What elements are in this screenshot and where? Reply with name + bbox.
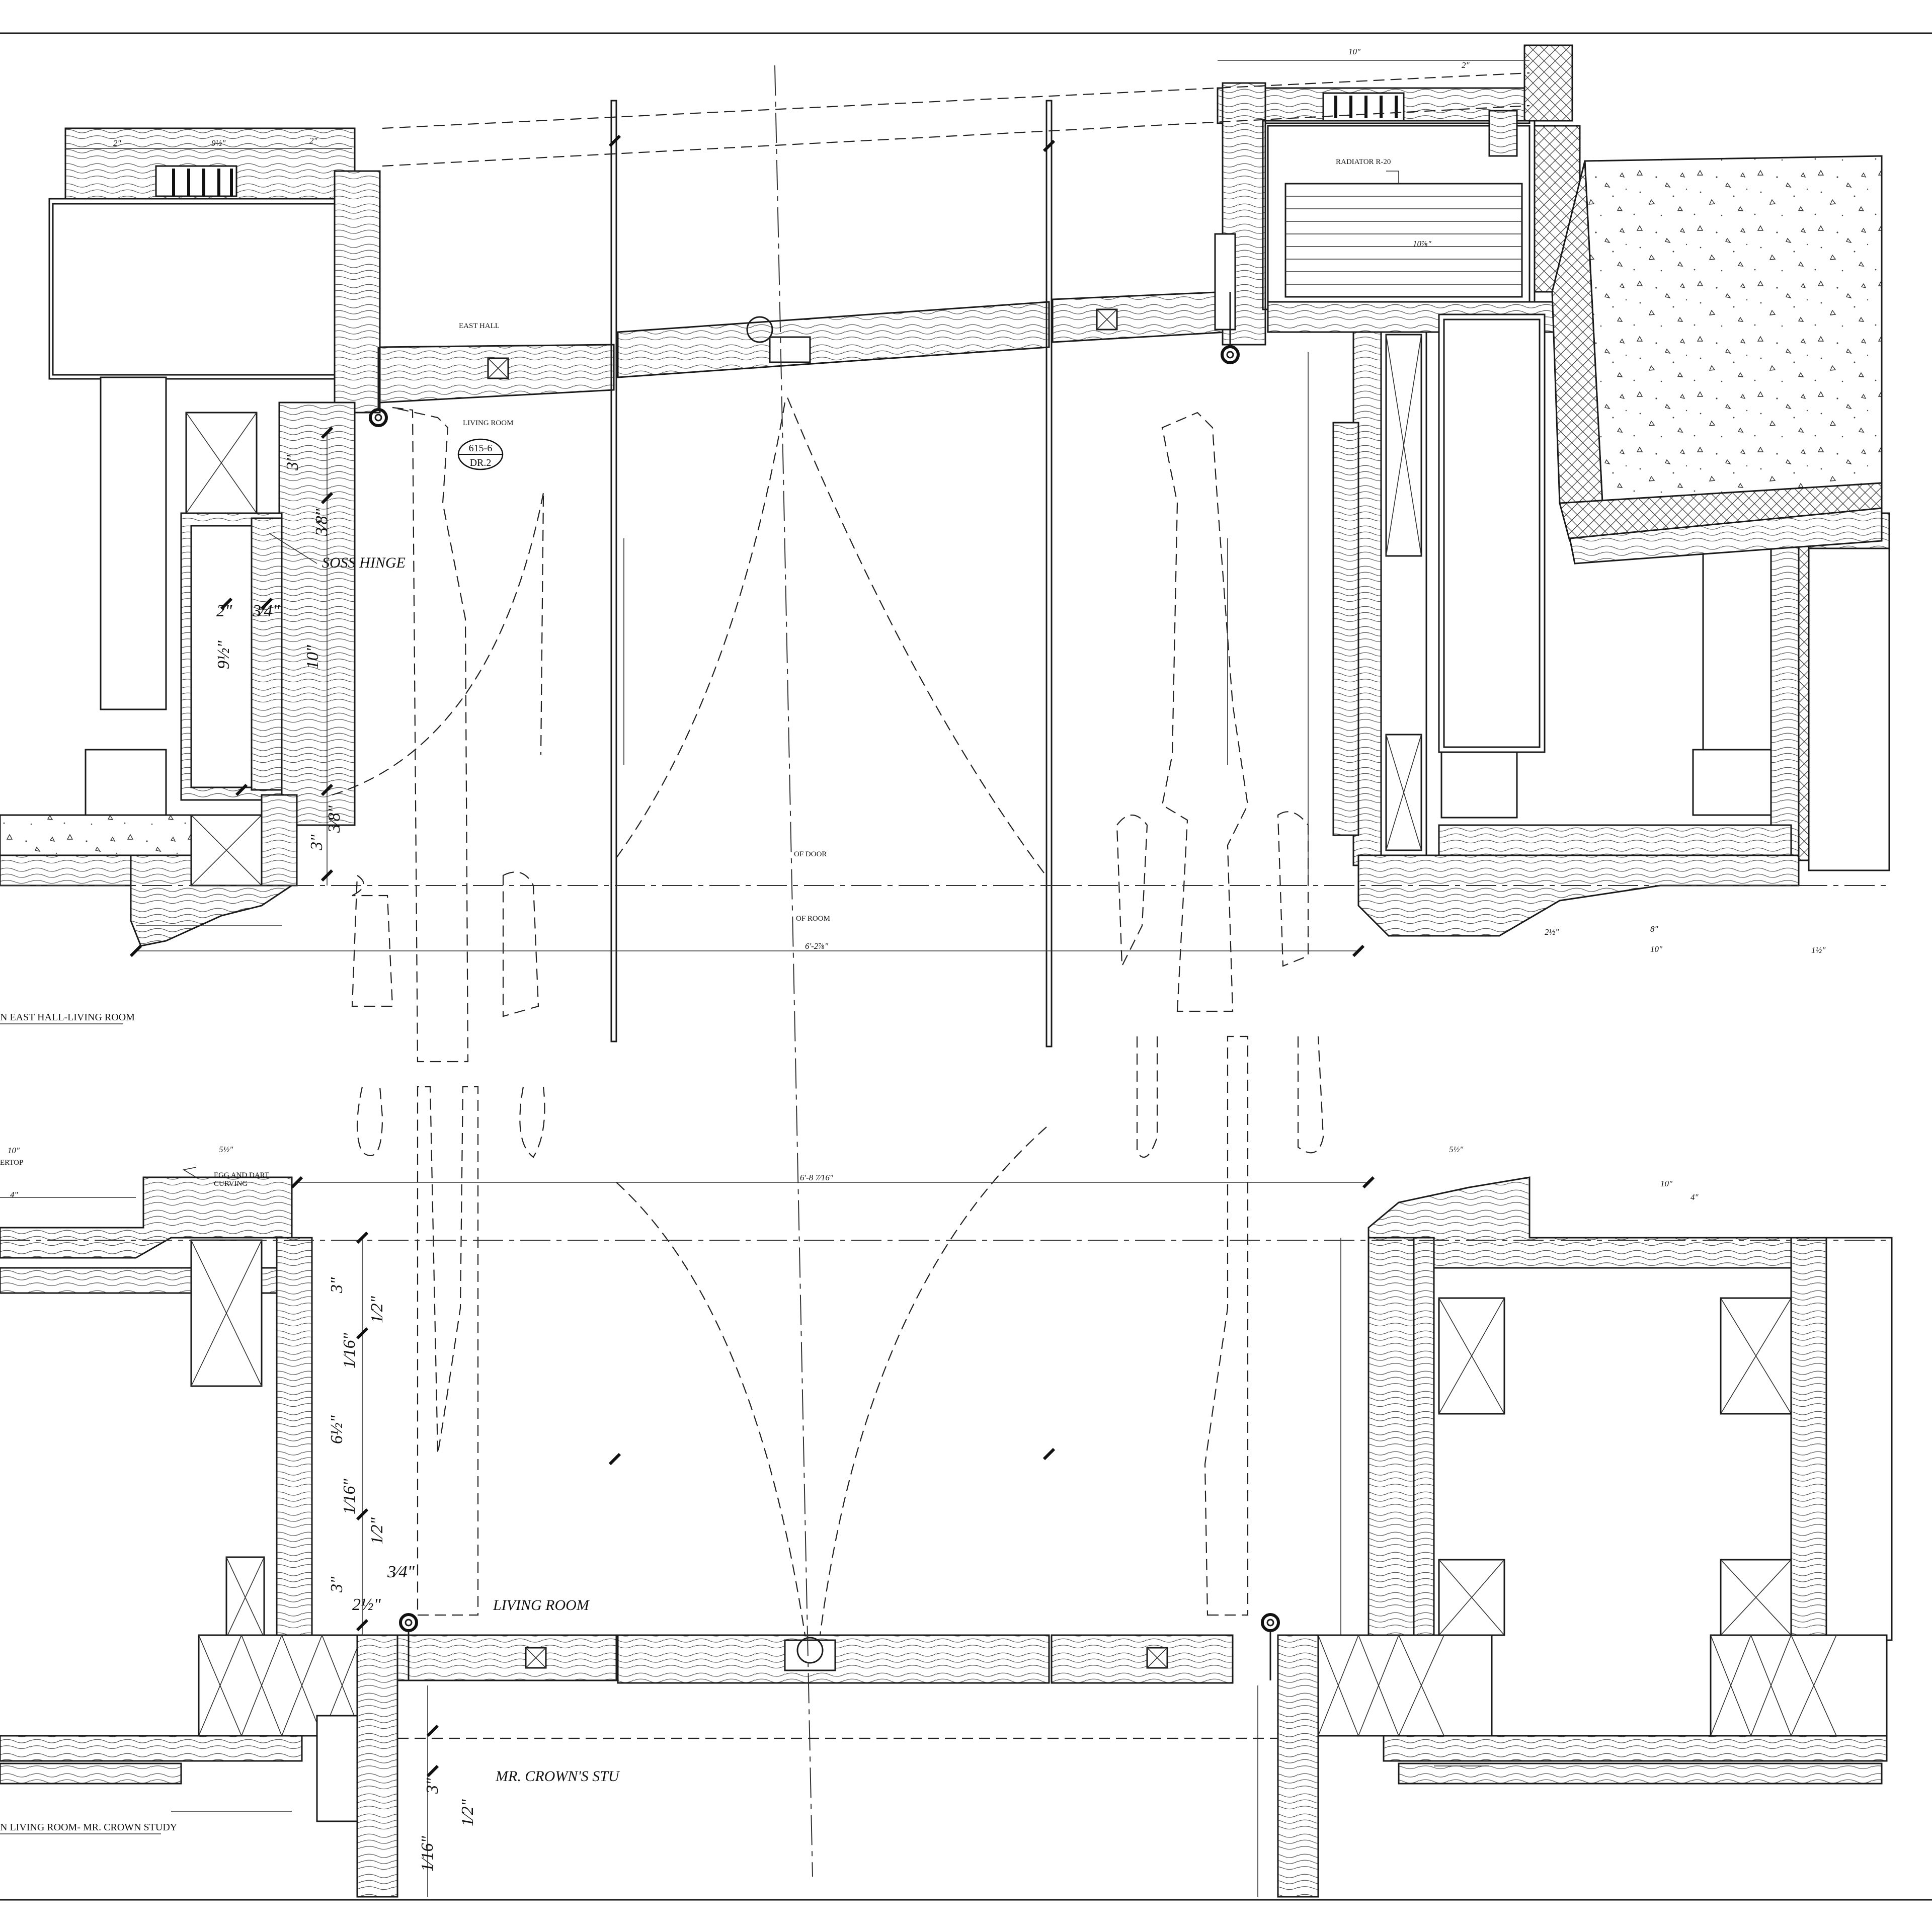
dim-left-3-8: 3⁄8": [312, 508, 331, 536]
dim-left-10: 10": [303, 645, 322, 669]
label-egg-dart-1: EGG AND DART: [214, 1171, 269, 1179]
dim-bot-low-3: 3": [423, 1778, 442, 1794]
dim-bot-low-1-2: 1⁄2": [458, 1799, 477, 1826]
dim-bot-4: 4": [10, 1190, 19, 1199]
dim-bot-right-4: 4": [1691, 1192, 1699, 1202]
dim-right-10: 10": [1650, 944, 1663, 954]
label-of-door: OF DOOR: [794, 850, 827, 858]
soss-hinge-bottom-left: [399, 1613, 418, 1680]
dim-top-right-2: 2": [1462, 60, 1470, 70]
label-egg-dart-2: CURVING: [214, 1180, 248, 1188]
label-living-room-small: LIVING ROOM: [463, 419, 513, 427]
top-right-jamb: [1214, 44, 1890, 937]
concrete-slab: [1551, 155, 1883, 565]
labels: EAST HALL LIVING ROOM SOSS HINGE RADIATO…: [0, 158, 1391, 1833]
section-title-top: N EAST HALL-LIVING ROOM: [0, 1012, 135, 1023]
dim-bot-3: 3": [328, 1277, 346, 1294]
detail-tag-number: 615-6: [469, 443, 493, 454]
top-wall-section: [379, 291, 1229, 404]
dim-bot-5-5: 5½": [219, 1145, 233, 1154]
dim-left-3b: 3": [307, 834, 326, 851]
dim-bot-1-2: 1⁄2": [368, 1296, 386, 1323]
sheet-border: [0, 32, 1932, 1901]
label-east-hall: EAST HALL: [459, 322, 500, 330]
dim-right-2-5: 2½": [1545, 927, 1559, 937]
dim-radiator: 10⅞": [1413, 239, 1432, 249]
dim-top-2a: 2": [113, 138, 122, 148]
door-leaf-top: [608, 100, 1056, 1466]
dim-bot-3b: 3": [328, 1576, 346, 1593]
leader-lines: [0, 171, 1399, 1834]
label-soss-hinge: SOSS HINGE: [322, 554, 406, 571]
dim-bot-1-16b: 1⁄16": [340, 1478, 359, 1514]
label-of-room: OF ROOM: [796, 915, 830, 923]
dim-bot-10: 10": [8, 1146, 20, 1155]
dim-right-1-5: 1½": [1811, 945, 1826, 955]
dim-bot-right-5-5: 5½": [1449, 1145, 1464, 1154]
dim-bot-6-5: 6½": [328, 1415, 346, 1444]
label-living-room-large: LIVING ROOM: [493, 1597, 590, 1614]
door-swing-bottom: [356, 1035, 1324, 1636]
dim-bot-2-5: 2½": [352, 1595, 381, 1614]
dim-bot-1-16: 1⁄16": [340, 1332, 359, 1369]
dim-bot-3-4: 3⁄4": [387, 1563, 415, 1581]
dim-bot-low-1-16: 1⁄16": [418, 1835, 437, 1872]
dim-left-3: 3": [283, 454, 302, 471]
section-title-bottom: N LIVING ROOM- MR. CROWN STUDY: [0, 1822, 177, 1833]
detail-tag: 615-6 DR.2: [457, 438, 504, 470]
label-radiator: RADIATOR R-20: [1336, 158, 1391, 166]
door-swing-top: [332, 397, 1309, 1063]
soss-hinge-bottom-right: [1261, 1613, 1280, 1680]
dim-bot-right-10: 10": [1660, 1179, 1673, 1188]
dim-top-9-5: 9½": [211, 138, 226, 148]
dim-right-8: 8": [1650, 924, 1659, 934]
detail-tag-sheet: DR.2: [470, 457, 492, 468]
label-countertop: ERTOP: [0, 1159, 23, 1167]
dim-left-3-8b: 3⁄8": [325, 805, 344, 833]
dim-mid-width-bottom: 6'-8 7⁄16": [800, 1173, 834, 1182]
dim-left-9-5: 9½": [214, 640, 233, 670]
dim-top-2b: 2": [309, 136, 318, 145]
top-left-jamb: [0, 127, 381, 947]
bottom-right-jamb: [1277, 1176, 1893, 1898]
dim-left-2: 2": [216, 602, 232, 620]
dim-top-10: 10": [1348, 47, 1361, 56]
dim-mid-width-top: 6'-2⅞": [805, 941, 829, 951]
soss-hinge-top: [369, 347, 388, 427]
bottom-wall-section: [396, 1634, 1234, 1684]
soss-hinge-top-right: [1221, 292, 1240, 364]
label-mr-crowns-study: MR. CROWN'S STU: [495, 1768, 620, 1785]
dimension-texts: 2" 9½" 2" 10" 2" 3" 3⁄8" 2" 3⁄4" 9½" 10"…: [8, 47, 1826, 1872]
bottom-left-jamb: [0, 1176, 398, 1898]
dim-bot-1-2b: 1⁄2": [368, 1517, 386, 1545]
dim-left-3-4: 3⁄4": [252, 602, 280, 620]
dimension-lines: [0, 60, 1530, 1897]
centerlines: [0, 65, 1887, 1877]
